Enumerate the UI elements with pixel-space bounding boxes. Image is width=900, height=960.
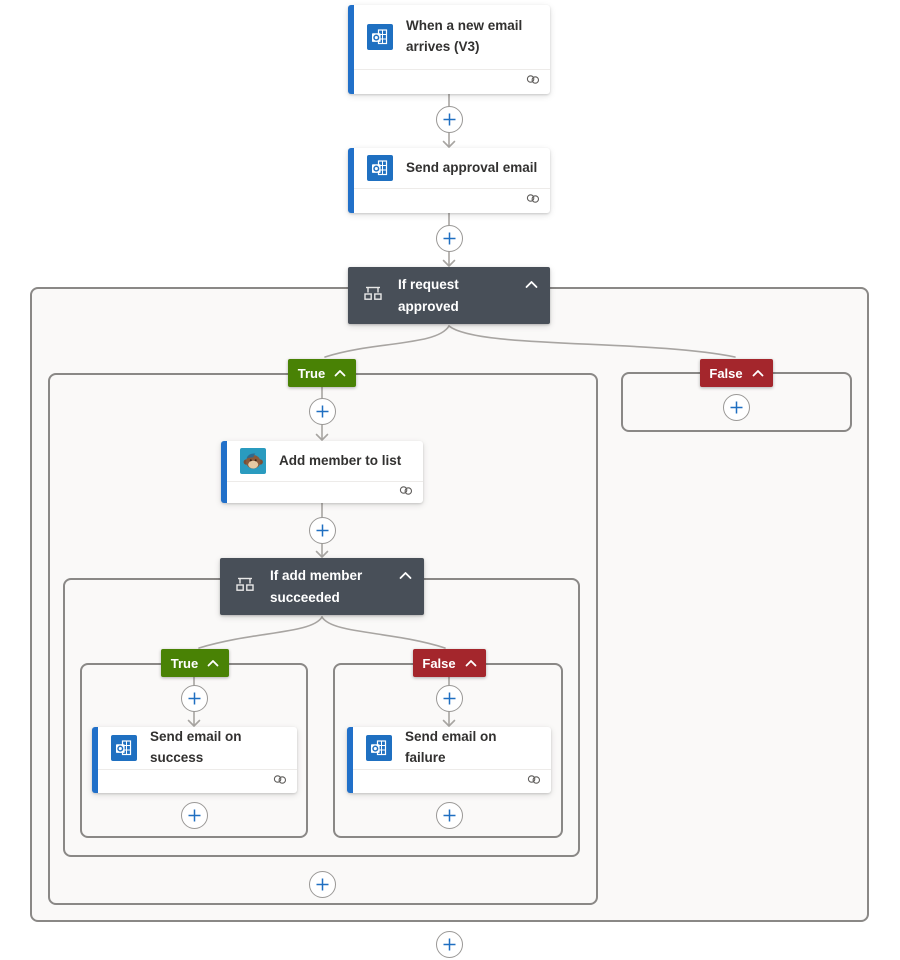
badge-label: True	[170, 655, 199, 671]
connection-icon	[398, 484, 414, 502]
badge-label: False	[709, 365, 743, 381]
card-header: Send email on success	[98, 727, 297, 769]
connection-icon	[272, 773, 288, 791]
inner-false-branch-badge[interactable]: False	[413, 649, 486, 677]
chevron-up-icon	[465, 659, 477, 667]
insert-step-button-after-approval[interactable]	[435, 224, 463, 252]
insert-step-button-inner-true-top[interactable]	[180, 684, 208, 712]
card-title: Send approval email	[406, 159, 538, 175]
insert-step-button-after-add-member[interactable]	[308, 516, 336, 544]
condition-card-if-request-approved[interactable]: If request approved	[348, 267, 550, 324]
connection-icon	[526, 773, 542, 791]
card-title: When a new email arrives (V3)	[406, 18, 523, 54]
insert-step-button-inner-false-top[interactable]	[435, 684, 463, 712]
chevron-up-icon	[752, 369, 764, 377]
insert-step-button-false-branch[interactable]	[722, 393, 750, 421]
card-footer	[227, 481, 423, 503]
card-header: Send email on failure	[353, 727, 551, 769]
insert-step-button-inner-true-bottom[interactable]	[180, 801, 208, 829]
inner-true-branch-badge[interactable]: True	[161, 649, 229, 677]
condition-title: If add member succeeded	[270, 567, 363, 605]
true-branch-badge[interactable]: True	[288, 359, 356, 387]
false-branch-badge[interactable]: False	[700, 359, 773, 387]
insert-step-button-inner-false-bottom[interactable]	[435, 801, 463, 829]
connection-icon	[525, 73, 541, 91]
chevron-up-icon[interactable]	[399, 571, 412, 580]
insert-step-button-after-condition[interactable]	[435, 930, 463, 958]
card-footer	[98, 768, 297, 794]
card-header: Send approval email	[354, 148, 550, 188]
office365-outlook-icon	[367, 24, 393, 50]
condition-title: If request approved	[398, 276, 459, 314]
insert-step-button-true-branch-top[interactable]	[308, 397, 336, 425]
mailchimp-icon	[240, 448, 266, 474]
insert-step-button-true-branch-bottom[interactable]	[308, 870, 336, 898]
badge-label: True	[297, 365, 326, 381]
badge-label: False	[422, 655, 456, 671]
condition-icon	[363, 285, 383, 307]
chevron-up-icon	[207, 659, 219, 667]
chevron-up-icon	[334, 369, 346, 377]
action-card-send-approval-email[interactable]: Send approval email	[348, 148, 550, 213]
chevron-up-icon[interactable]	[525, 280, 538, 289]
card-header: When a new email arrives (V3)	[354, 5, 550, 69]
trigger-card-when-new-email-arrives[interactable]: When a new email arrives (V3)	[348, 5, 550, 94]
card-footer	[354, 69, 550, 94]
action-card-add-member-to-list[interactable]: Add member to list	[221, 441, 423, 503]
action-card-send-email-on-success[interactable]: Send email on success	[92, 727, 297, 793]
card-footer	[353, 768, 551, 794]
card-title: Send email on failure	[405, 729, 497, 765]
office365-outlook-icon	[111, 734, 137, 761]
card-footer	[354, 188, 550, 213]
condition-icon	[235, 576, 255, 598]
card-title: Send email on success	[150, 729, 242, 765]
office365-outlook-icon	[367, 155, 393, 181]
card-header: Add member to list	[227, 441, 423, 481]
insert-step-button-after-trigger[interactable]	[435, 105, 463, 133]
card-title: Add member to list	[279, 452, 402, 468]
condition-card-if-add-member-succeeded[interactable]: If add member succeeded	[220, 558, 424, 615]
office365-outlook-icon	[366, 734, 392, 761]
connection-icon	[525, 192, 541, 210]
action-card-send-email-on-failure[interactable]: Send email on failure	[347, 727, 551, 793]
